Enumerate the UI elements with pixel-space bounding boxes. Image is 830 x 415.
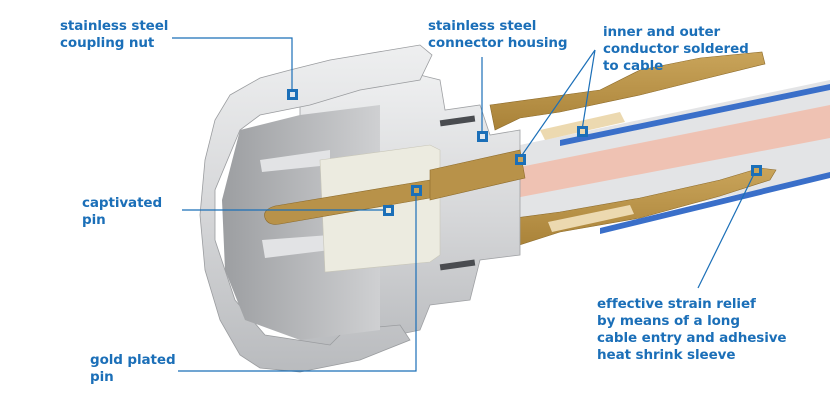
marker-soldered-inner — [515, 154, 526, 165]
leader-coupling-nut — [172, 37, 293, 94]
callout-coupling-nut: stainless steel coupling nut — [60, 18, 169, 51]
marker-gold-plated-pin — [411, 185, 422, 196]
gold-pin — [264, 149, 526, 225]
insulator — [319, 144, 441, 273]
cable — [505, 80, 830, 240]
callout-connector-housing: stainless steel connector housing — [428, 18, 568, 51]
leader-soldered-inner — [519, 49, 596, 159]
markers — [287, 89, 762, 216]
callout-soldered-conductors: inner and outer conductor soldered to ca… — [603, 24, 749, 74]
marker-soldered-outer — [577, 126, 588, 137]
callout-captivated-pin: captivated pin — [82, 195, 163, 228]
leader-gold-plated-pin — [178, 190, 417, 372]
solder-ring-bottom — [548, 205, 634, 232]
cable-outer-stripe-bottom — [600, 172, 830, 234]
leader-soldered-outer — [581, 49, 596, 131]
marker-connector-housing — [477, 131, 488, 142]
callout-strain-relief: effective strain relief by means of a lo… — [597, 296, 787, 363]
marker-coupling-nut — [287, 89, 298, 100]
cable-center-conductor — [505, 105, 830, 200]
gold-ferrule — [489, 51, 777, 249]
marker-strain-relief — [751, 165, 762, 176]
callout-gold-plated-pin: gold plated pin — [90, 352, 176, 385]
marker-captivated-pin — [383, 205, 394, 216]
cable-outer-stripe-top — [560, 84, 830, 146]
leader-strain-relief — [697, 169, 757, 289]
leader-lines — [172, 37, 757, 372]
pin-socket — [429, 149, 526, 201]
